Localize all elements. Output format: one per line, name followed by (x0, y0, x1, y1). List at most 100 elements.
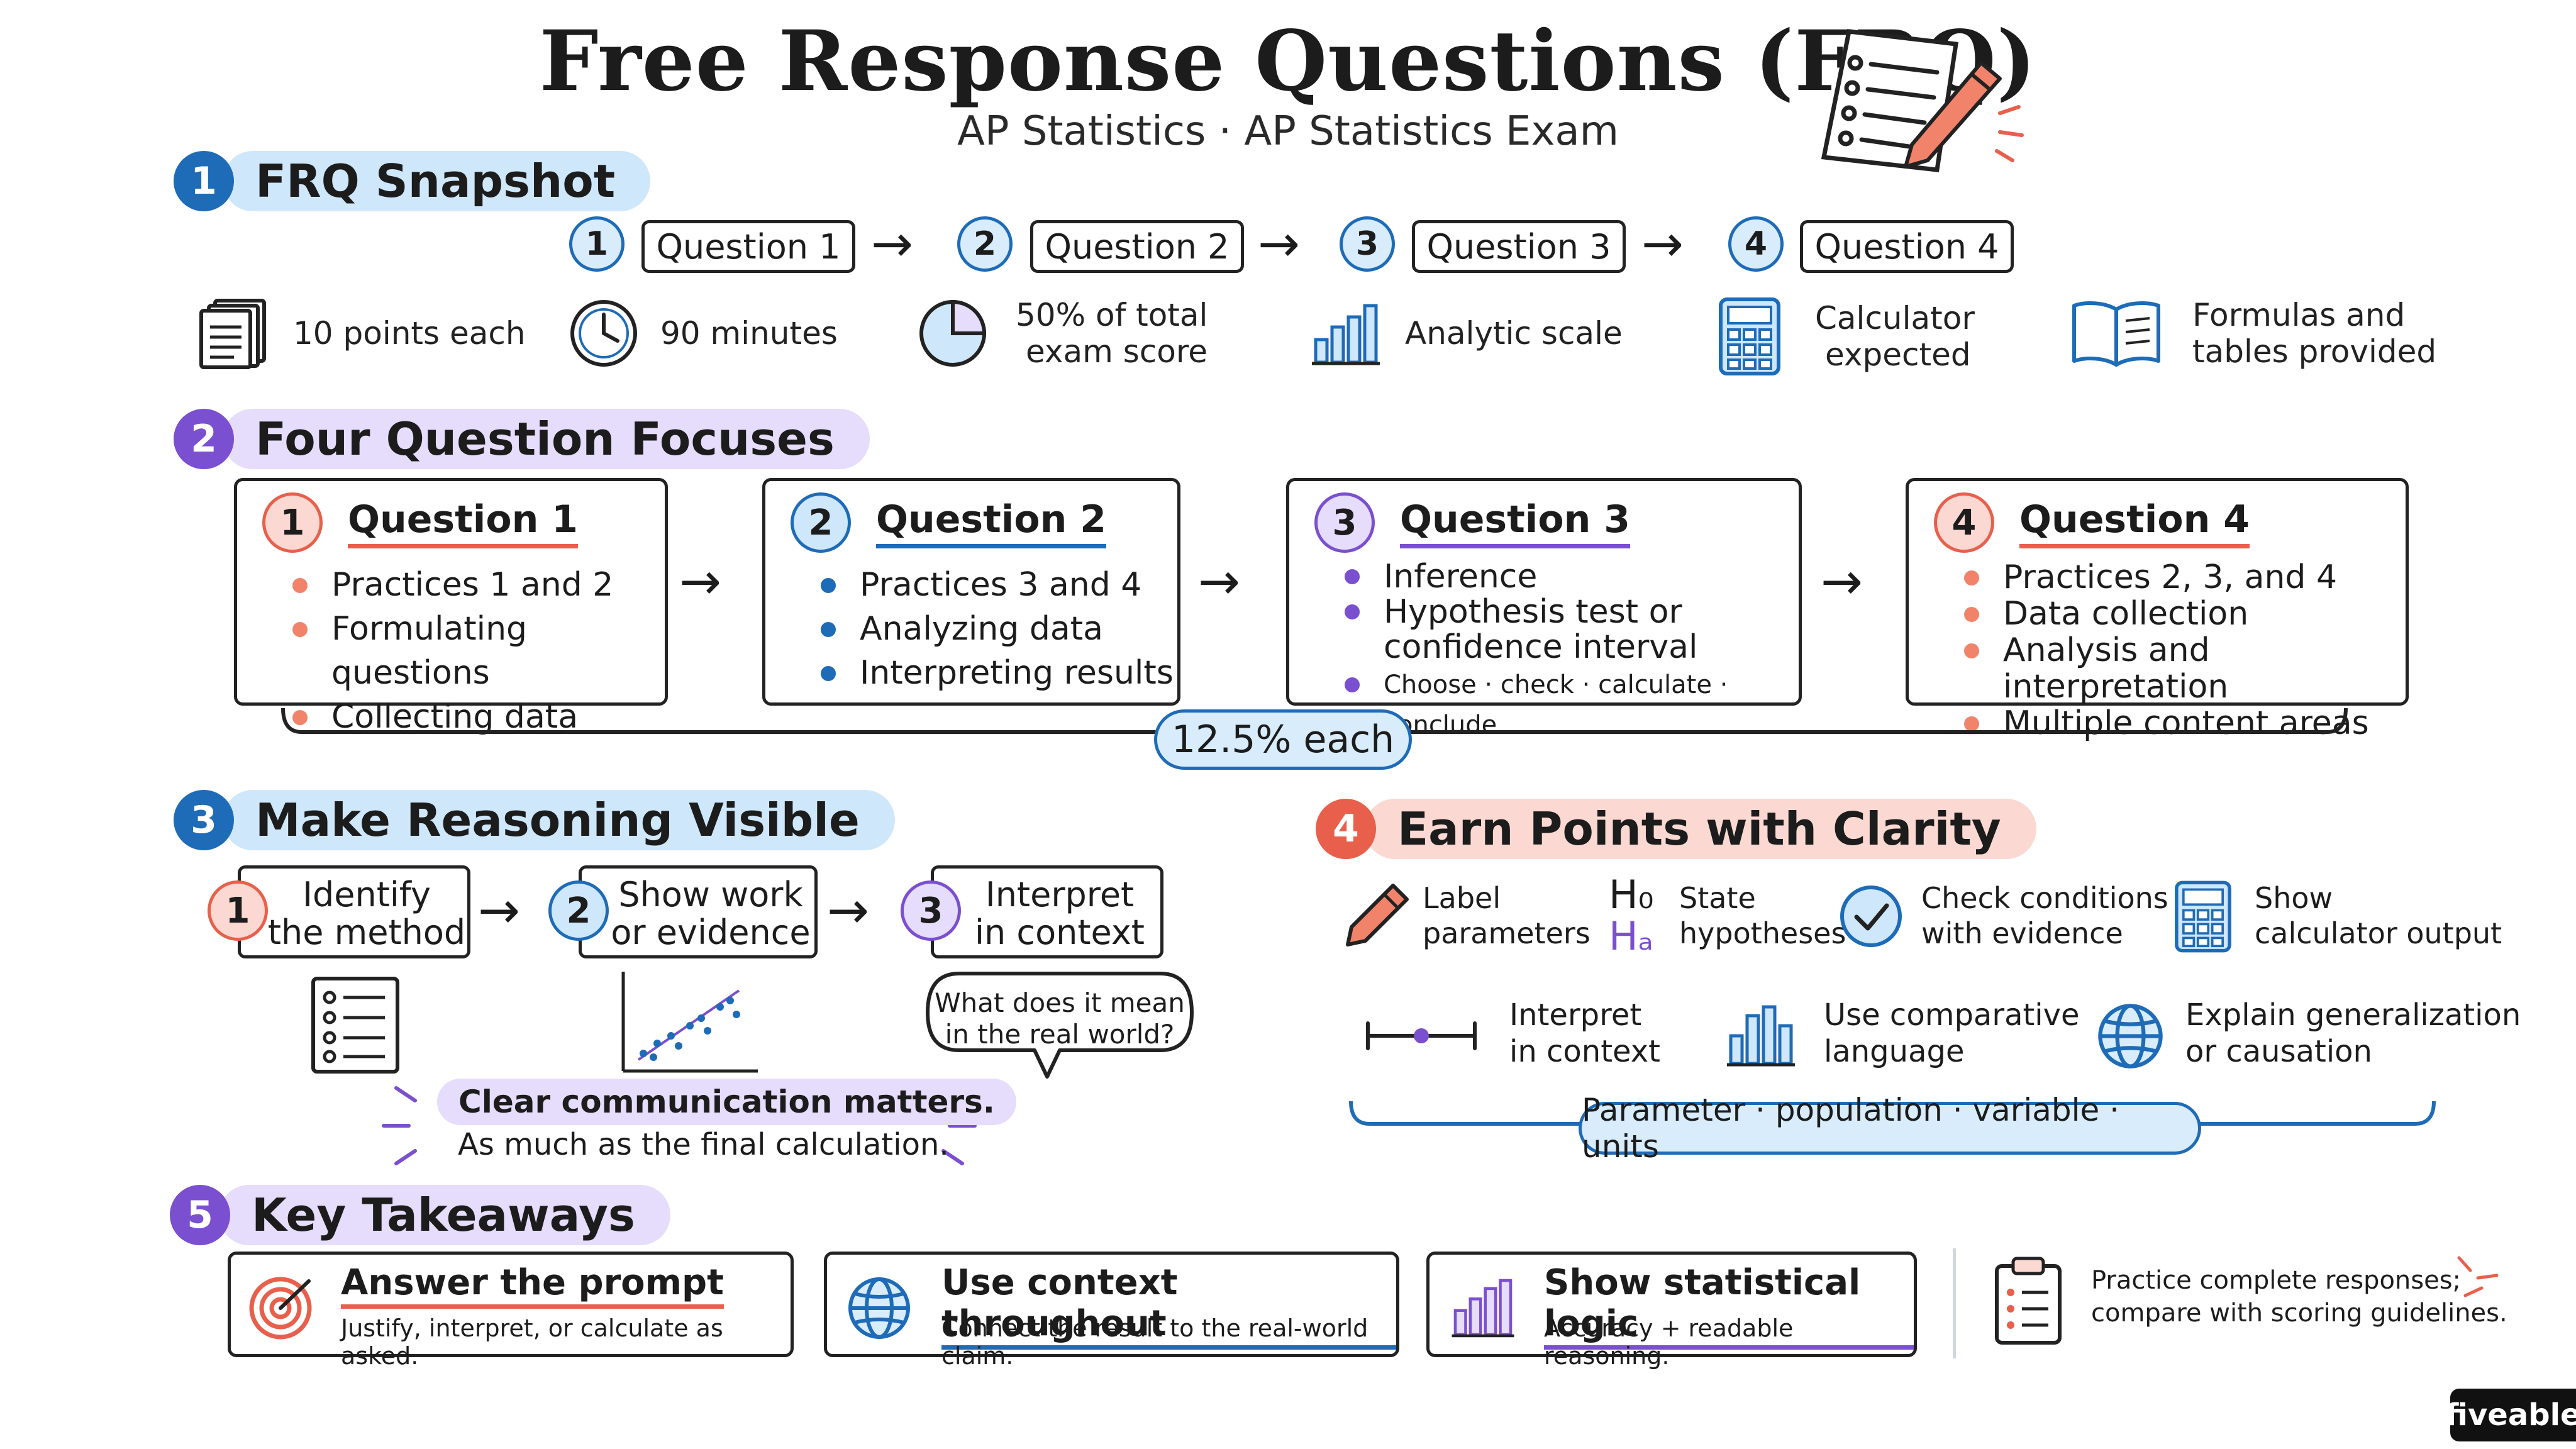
page-title: Free Response Questions (FRQ) (539, 13, 2037, 110)
list-item: Practices 3 and 4 (816, 563, 1174, 607)
focus-card-question-4: 4 Question 4 Practices 2, 3, and 4 Data … (1906, 478, 2409, 741)
arrow-right-icon: → (478, 881, 521, 940)
arrow-right-icon: → (871, 214, 914, 273)
vocab-badge: Parameter · population · variable · unit… (1579, 1092, 2201, 1165)
note-text: As much as the final calculation. (458, 1127, 949, 1162)
section3-title: Make Reasoning Visible (223, 790, 895, 850)
globe-icon (848, 1277, 910, 1339)
step-show-work: Show work or evidence (579, 865, 818, 958)
flow-step-question-3: Question 3 (1412, 220, 1626, 273)
section5-header: 5 Key Takeaways (170, 1182, 670, 1248)
arrow-right-icon: → (1641, 214, 1684, 273)
sparkle-lines (2457, 1256, 2499, 1297)
calculator-icon (2175, 880, 2231, 953)
list-item: Multiple content areas (1959, 705, 2406, 741)
checklist-icon (311, 977, 399, 1074)
card-title: Question 4 (2019, 497, 2250, 548)
globe-icon (2098, 1004, 2163, 1069)
list-item: Hypothesis test or (1340, 594, 1799, 630)
takeaway-subtitle: Connect the result to the real-world cla… (941, 1314, 1368, 1370)
question-flow: 1 Question 1 → 2 Question 2 → 3 Question… (0, 216, 2576, 279)
takeaway-statistical-logic: Show statistical logic Accuracy + readab… (1426, 1252, 1917, 1370)
step-number: 3 (901, 880, 961, 941)
stat-label: Analytic scale (1405, 315, 1623, 352)
section2-header: 2 Four Question Focuses (174, 406, 870, 472)
card-number: 1 (262, 492, 323, 553)
takeaway-subtitle: Justify, interpret, or calculate as aske… (341, 1314, 723, 1370)
focus-card-question-1: 1 Question 1 Practices 1 and 2 Formulati… (234, 478, 668, 736)
scatter-plot-icon (621, 972, 758, 1073)
takeaway-use-context: Use context throughout Connect the resul… (824, 1252, 1399, 1370)
clipboard-icon (1995, 1257, 2062, 1345)
flow-step-number: 4 (1728, 216, 1784, 272)
step-interpret-context: Interpret in context (931, 865, 1163, 958)
section4-number: 4 (1316, 799, 1376, 859)
arrow-right-icon: → (1821, 552, 1863, 611)
section4-header: 4 Earn Points with Clarity (1316, 796, 2036, 862)
section5-title: Key Takeaways (219, 1185, 670, 1245)
takeaway-title: Answer the prompt (341, 1262, 724, 1309)
divider (1953, 1248, 1956, 1358)
hypothesis-icon: H₀ Hₐ (1609, 872, 1654, 959)
list-item: Practices 2, 3, and 4 (1959, 559, 2406, 596)
stat-calculator: Calculator expected (1712, 296, 1975, 377)
weight-badge: 12.5% each (1154, 709, 1412, 770)
flow-step-number: 2 (957, 216, 1013, 272)
speech-bubble (926, 972, 1194, 1079)
arrow-right-icon: → (1198, 552, 1241, 611)
bar-chart-icon (1452, 1279, 1514, 1338)
flow-step-number: 3 (1340, 216, 1395, 272)
card-title: Question 1 (348, 497, 578, 548)
arrow-right-icon: → (1258, 214, 1301, 273)
bar-chart-icon (1312, 304, 1380, 365)
pencil-icon (1346, 884, 1409, 947)
page-subtitle: AP Statistics · AP Statistics Exam (957, 108, 1619, 155)
card-title: Question 3 (1400, 497, 1630, 548)
list-item: Collecting data (287, 695, 665, 739)
list-item: Practices 1 and 2 (287, 563, 665, 607)
speech-bubble-text: What does it mean in the real world? (935, 987, 1185, 1050)
flow-step-question-4: Question 4 (1800, 220, 2014, 273)
check-circle-icon (1840, 886, 1902, 947)
section1-number: 1 (174, 151, 234, 211)
stat-weight: 50% of total exam score (915, 296, 1208, 371)
stat-label: Formulas and tables provided (2192, 297, 2437, 370)
takeaway-title: Show statistical logic (1544, 1262, 1914, 1350)
section5-number: 5 (170, 1185, 230, 1245)
reasoning-steps: Identify the method 1 → Show work or evi… (208, 862, 1182, 962)
stat-label: Calculator expected (1815, 300, 1975, 373)
book-icon (2072, 301, 2160, 367)
flow-step-question-2: Question 2 (1030, 220, 1244, 273)
takeaway-answer-prompt: Answer the prompt Justify, interpret, or… (228, 1252, 794, 1370)
brand-logo: fiveable (2445, 1389, 2576, 1441)
takeaway-subtitle: Accuracy + readable reasoning. (1544, 1314, 1794, 1370)
stat-time: 90 minutes (566, 296, 838, 371)
flow-step-question-1: Question 1 (641, 220, 855, 273)
section2-number: 2 (174, 409, 234, 469)
section3-header: 3 Make Reasoning Visible (174, 787, 895, 853)
section1-header: 1 FRQ Snapshot (174, 148, 651, 214)
calculator-icon (1719, 297, 1780, 375)
arrow-right-icon: → (827, 881, 870, 940)
focus-card-question-2: 2 Question 2 Practices 3 and 4 Analyzing… (762, 478, 1180, 706)
stat-label: 50% of total exam score (1016, 297, 1208, 370)
takeaway-title: Use context throughout (941, 1262, 1396, 1350)
stat-label: 90 minutes (660, 315, 838, 352)
bar-chart-icon (1727, 1005, 1795, 1067)
stat-scale: Analytic scale (1308, 296, 1623, 371)
section4-title: Earn Points with Clarity (1365, 799, 2036, 859)
card-number: 4 (1934, 492, 1994, 553)
arrow-right-icon: → (679, 552, 722, 611)
note-highlight: Clear communication matters. (437, 1079, 1016, 1125)
step-number: 2 (548, 880, 609, 941)
focus-card-question-3: 3 Question 3 Inference Hypothesis test o… (1286, 478, 1802, 740)
list-item: Inference (1340, 559, 1799, 594)
list-item: Data collection (1959, 596, 2406, 632)
pie-chart-icon (919, 299, 987, 367)
section3-number: 3 (174, 790, 234, 850)
